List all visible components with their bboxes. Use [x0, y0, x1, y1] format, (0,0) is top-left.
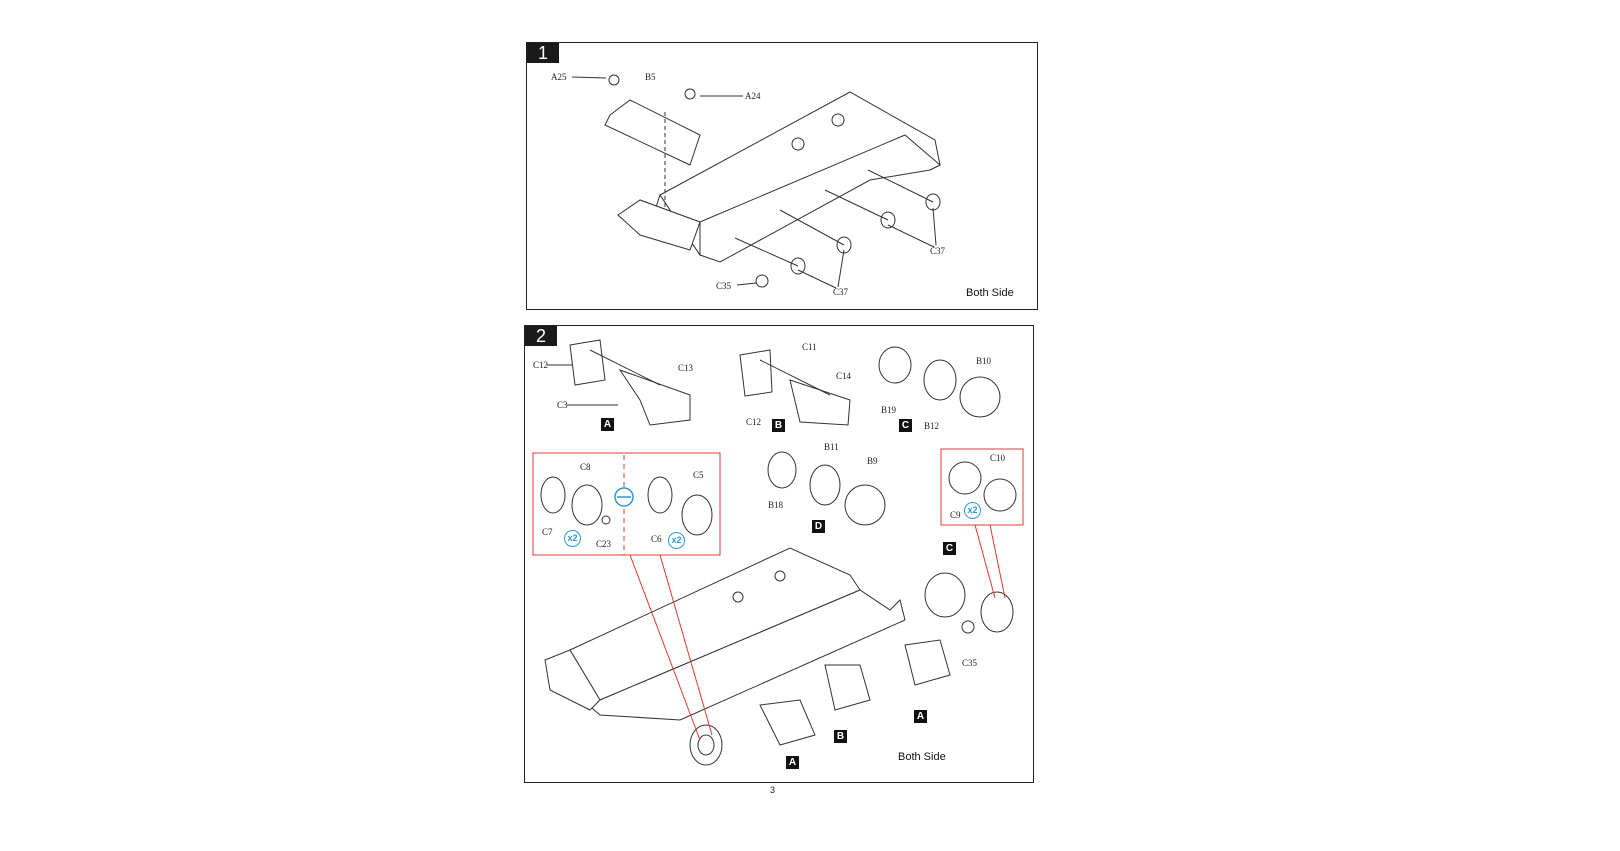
part-label-b10: B10	[976, 356, 992, 366]
sub-assembly-badge-b: B	[772, 419, 785, 432]
part-label-a24: A24	[745, 91, 761, 101]
sub-assembly-badge-b: B	[834, 730, 847, 743]
sub-assembly-badge-a: A	[786, 756, 799, 769]
quantity-badge: x2	[964, 502, 981, 519]
hull-step1	[617, 91, 941, 263]
quantity-badge: x2	[668, 532, 685, 549]
part-label-c10: C10	[990, 453, 1006, 463]
sub-assembly-badge-a: A	[914, 710, 927, 723]
part-label-c35: C35	[716, 281, 732, 291]
part-label-b11: B11	[824, 442, 839, 452]
wheel-drawings	[540, 461, 1017, 536]
sub-assembly-drawings	[547, 339, 1001, 526]
part-label-c5: C5	[693, 470, 704, 480]
part-label-c12: C12	[533, 360, 549, 370]
part-label-c13: C13	[678, 363, 694, 373]
part-label-c8: C8	[580, 462, 591, 472]
part-label-c37: C37	[833, 287, 849, 297]
part-label-c7: C7	[542, 527, 553, 537]
part-label-b12: B12	[924, 421, 940, 431]
part-label-c11: C11	[802, 342, 817, 352]
step-number: 1	[527, 43, 559, 63]
part-label-b5: B5	[645, 72, 656, 82]
hull-step2	[544, 547, 1014, 766]
part-label-c6: C6	[651, 534, 662, 544]
part-label-c12: C12	[746, 417, 762, 427]
quantity-badge: x2	[564, 530, 581, 547]
both-side-note: Both Side	[966, 287, 1014, 299]
part-label-a25: A25	[551, 72, 567, 82]
step-1-panel: 1	[526, 42, 1038, 310]
part-label-b19: B19	[881, 405, 897, 415]
hull-step1-parts	[571, 74, 941, 289]
part-label-c37: C37	[930, 246, 946, 256]
part-label-c14: C14	[836, 371, 852, 381]
part-label-c3: C3	[557, 400, 568, 410]
page-number: 3	[770, 785, 776, 795]
sub-assembly-badge-c: C	[943, 542, 956, 555]
part-label-b9: B9	[867, 456, 878, 466]
sub-assembly-badge-d: D	[812, 520, 825, 533]
part-label-c23: C23	[596, 539, 612, 549]
flip-direction-icon	[614, 487, 634, 507]
both-side-note: Both Side	[898, 751, 946, 763]
part-label-b18: B18	[768, 500, 784, 510]
part-label-c9: C9	[950, 510, 961, 520]
sub-assembly-badge-a: A	[601, 418, 614, 431]
step-number: 2	[525, 326, 557, 346]
part-label-c35: C35	[962, 658, 978, 668]
step-2-panel: 2	[524, 325, 1034, 783]
sub-assembly-badge-c: C	[899, 419, 912, 432]
